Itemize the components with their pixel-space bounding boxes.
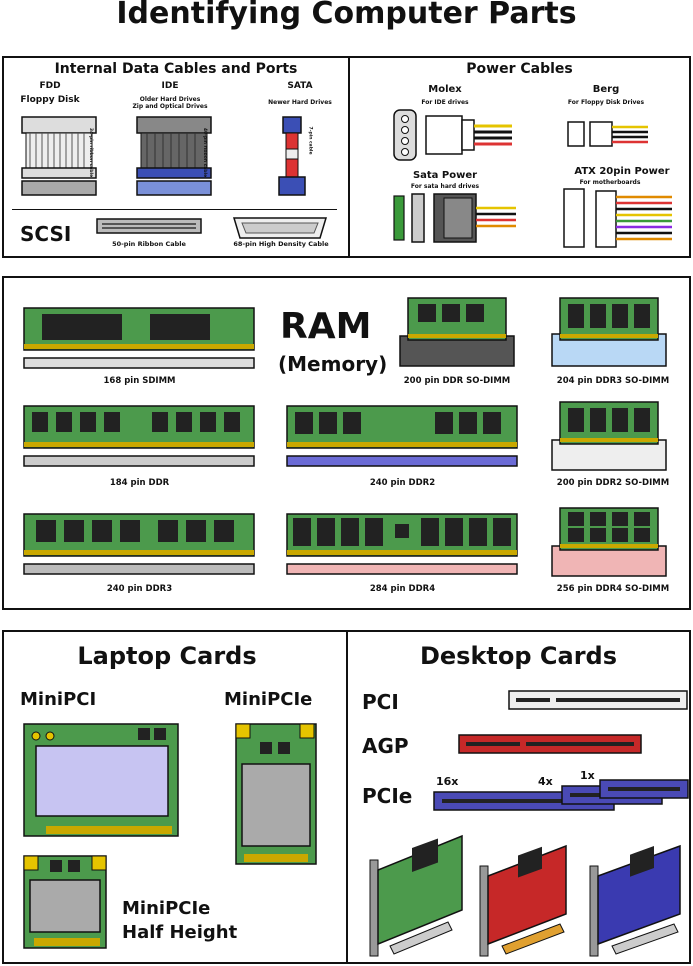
ram-label-184-pin-ddr: 184 pin DDR xyxy=(109,478,170,488)
ide-name: IDE xyxy=(161,81,179,91)
fdd-cable-label: 34-pin ribbon cable xyxy=(88,127,94,178)
ram-module-200-pin-ddr-so-dimm xyxy=(399,297,515,367)
atx-power-desc: For motherboards xyxy=(579,179,641,186)
pcie-label: PCIe xyxy=(362,784,413,808)
atx-power-connector-illustration xyxy=(563,188,672,248)
molex-connector-illustration xyxy=(393,109,512,161)
pcie-slots-illustration xyxy=(433,779,689,811)
desktop-cards-heading: Desktop Cards xyxy=(419,642,618,670)
minipci-card-illustration xyxy=(23,723,179,837)
power-cables-panel xyxy=(348,56,691,258)
scsi-divider xyxy=(12,209,337,210)
pci-card-green-illustration xyxy=(369,834,463,957)
minipcie-half-height-label-2: Half Height xyxy=(122,922,238,943)
ram-label-240-pin-ddr2: 240 pin DDR2 xyxy=(369,478,436,488)
ram-module-240-pin-ddr2 xyxy=(286,405,518,467)
sata-cable-illustration xyxy=(278,116,306,196)
scsi-name: SCSI xyxy=(20,222,72,246)
molex-desc: For IDE drives xyxy=(421,99,469,106)
berg-connector-illustration xyxy=(567,121,648,147)
ram-module-284-pin-ddr4 xyxy=(286,513,518,575)
agp-label: AGP xyxy=(362,734,409,758)
minipcie-half-height-card-illustration xyxy=(23,855,107,949)
scsi-50-pin-label: 50-pin Ribbon Cable xyxy=(112,240,186,248)
ram-module-184-pin-ddr xyxy=(23,405,255,467)
minipcie-label: MiniPCIe xyxy=(224,689,313,710)
pcie-card-blue-illustration xyxy=(589,844,681,957)
ram-label-200-pin-ddr-so-dimm: 200 pin DDR SO-DIMM xyxy=(403,376,511,386)
ram-title: RAM xyxy=(280,306,372,347)
laptop-cards-heading: Laptop Cards xyxy=(77,642,257,670)
sata-name: SATA xyxy=(287,81,313,91)
pci-slot-illustration xyxy=(508,690,688,710)
ide-desc-2: Zip and Optical Drives xyxy=(132,103,208,110)
ram-label-240-pin-ddr3: 240 pin DDR3 xyxy=(106,584,173,594)
ram-module-168-pin-sdimm xyxy=(23,307,255,369)
fdd-name: FDD xyxy=(39,81,61,91)
ram-panel xyxy=(2,276,691,610)
ide-cable-label: 40-pin ribbon cable xyxy=(202,127,208,178)
molex-name: Molex xyxy=(428,84,462,95)
sata-cable-label: 7-pin cable xyxy=(307,126,313,155)
agp-slot-illustration xyxy=(458,734,642,754)
berg-name: Berg xyxy=(592,84,620,95)
sata-power-connector-illustration xyxy=(393,193,516,243)
pcie-1x-label: 1x xyxy=(580,769,595,782)
page-title: Identifying Computer Parts xyxy=(116,0,577,31)
ram-module-204-pin-ddr3-so-dimm xyxy=(551,297,667,367)
ide-desc-1: Older Hard Drives xyxy=(139,96,201,103)
scsi-68-pin-label: 68-pin High Density Cable xyxy=(233,240,329,248)
ram-subtitle: (Memory) xyxy=(278,352,388,376)
pci-label: PCI xyxy=(362,690,399,714)
ide-cable-illustration xyxy=(136,116,212,196)
berg-desc: For Floppy Disk Drives xyxy=(567,99,645,106)
ram-label-200-pin-ddr2-so-dimm: 200 pin DDR2 SO-DIMM xyxy=(556,478,670,488)
pcie-16x-label: 16x xyxy=(436,775,459,788)
fdd-desc: Floppy Disk xyxy=(20,95,80,105)
scsi-50-pin-cable xyxy=(96,218,202,234)
sata-desc: Newer Hard Drives xyxy=(268,99,332,106)
agp-card-red-illustration xyxy=(479,844,567,957)
minipcie-half-height-label-1: MiniPCIe xyxy=(122,898,211,919)
atx-power-name: ATX 20pin Power xyxy=(574,166,670,177)
ram-module-240-pin-ddr3 xyxy=(23,513,255,575)
sata-power-desc: For sata hard drives xyxy=(410,183,480,190)
ram-label-204-pin-ddr3-so-dimm: 204 pin DDR3 SO-DIMM xyxy=(556,376,670,386)
desktop-cards-panel xyxy=(346,630,691,964)
fdd-cable-illustration xyxy=(21,116,97,196)
ram-label-168-pin-sdimm: 168 pin SDIMM xyxy=(103,376,176,386)
sata-power-name: Sata Power xyxy=(412,170,478,181)
minipci-label: MiniPCI xyxy=(20,689,97,710)
minipcie-card-illustration xyxy=(235,723,317,865)
scsi-68-pin-cable xyxy=(232,217,328,239)
ram-module-256-pin-ddr4-so-dimm xyxy=(551,507,667,577)
ram-module-200-pin-ddr2-so-dimm xyxy=(551,401,667,471)
pcie-4x-label: 4x xyxy=(538,775,553,788)
power-cables-heading: Power Cables xyxy=(466,61,573,77)
ram-label-284-pin-ddr4: 284 pin DDR4 xyxy=(369,584,436,594)
internal-cables-heading: Internal Data Cables and Ports xyxy=(54,61,298,77)
ram-label-256-pin-ddr4-so-dimm: 256 pin DDR4 SO-DIMM xyxy=(556,584,670,594)
